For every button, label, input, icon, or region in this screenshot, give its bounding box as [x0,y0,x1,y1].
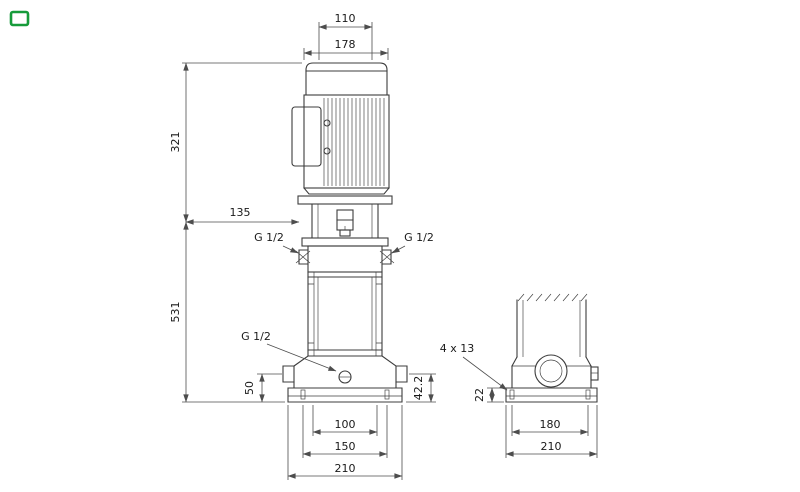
dim-label-178: 178 [335,38,356,51]
side-view [505,293,599,403]
dim-label-150: 150 [335,440,356,453]
bolt-slot-right-side [585,389,591,400]
cable-entry-bottom [323,147,331,155]
dim-motor-height: 321 [169,62,302,223]
left-port [298,249,309,265]
port-label-left: G 1/2 [254,231,284,244]
terminal-box [291,106,322,167]
dim-label-22: 22 [473,388,486,402]
bolt-slot-right [384,389,390,400]
dim-base-width-side: 210 [505,405,598,458]
dim-port-spacing: 100 [312,405,378,436]
port-label-drain: G 1/2 [241,330,271,343]
callout-port-left: G 1/2 [254,231,299,254]
dim-plate-height: 22 [473,387,504,403]
dim-label-135: 135 [230,206,251,219]
suction-port [282,365,295,383]
dim-label-50: 50 [243,381,256,395]
dim-top-outer-width: 178 [303,38,389,60]
dim-base-width-front: 210 [287,405,403,480]
callout-port-right: G 1/2 [391,231,434,254]
dim-label-531: 531 [169,302,182,323]
dim-label-210-front: 210 [335,462,356,475]
pump-head [295,245,395,273]
pump-base-front [282,355,408,403]
dim-label-100: 100 [335,418,356,431]
dim-bolt-spacing-side: 180 [511,405,589,436]
port-circle-inner [539,359,563,383]
vent-plug [339,229,351,237]
callout-bolt-holes: 4 x 13 [440,342,508,391]
break-hatch [517,293,588,302]
dim-label-321: 321 [169,132,182,153]
dim-bolt-spacing-front: 150 [302,405,388,458]
dim-head-offset: 135 [185,206,300,225]
chamber-stack [307,271,383,357]
bolt-slot-left [300,389,306,400]
dim-pump-height: 531 [169,221,285,403]
dim-label-110: 110 [335,12,356,25]
motor-stool [301,203,389,247]
motor-front-view [291,62,393,205]
discharge-port [395,365,408,383]
dim-label-210-side: 210 [541,440,562,453]
port-circle-outer [534,354,568,388]
dim-label-180: 180 [540,418,561,431]
dim-inlet-height: 50 [243,373,282,403]
label-4x13: 4 x 13 [440,342,475,355]
cable-entry-top [323,119,331,127]
dim-label-42-2: 42.2 [412,376,425,401]
right-port [381,249,392,265]
port-label-right: G 1/2 [404,231,434,244]
bolt-slot-left-side [509,389,515,400]
dim-outlet-height: 42.2 [406,373,436,403]
logo-mark [9,10,30,27]
side-plug [590,366,599,381]
callout-port-drain: G 1/2 [241,330,337,372]
